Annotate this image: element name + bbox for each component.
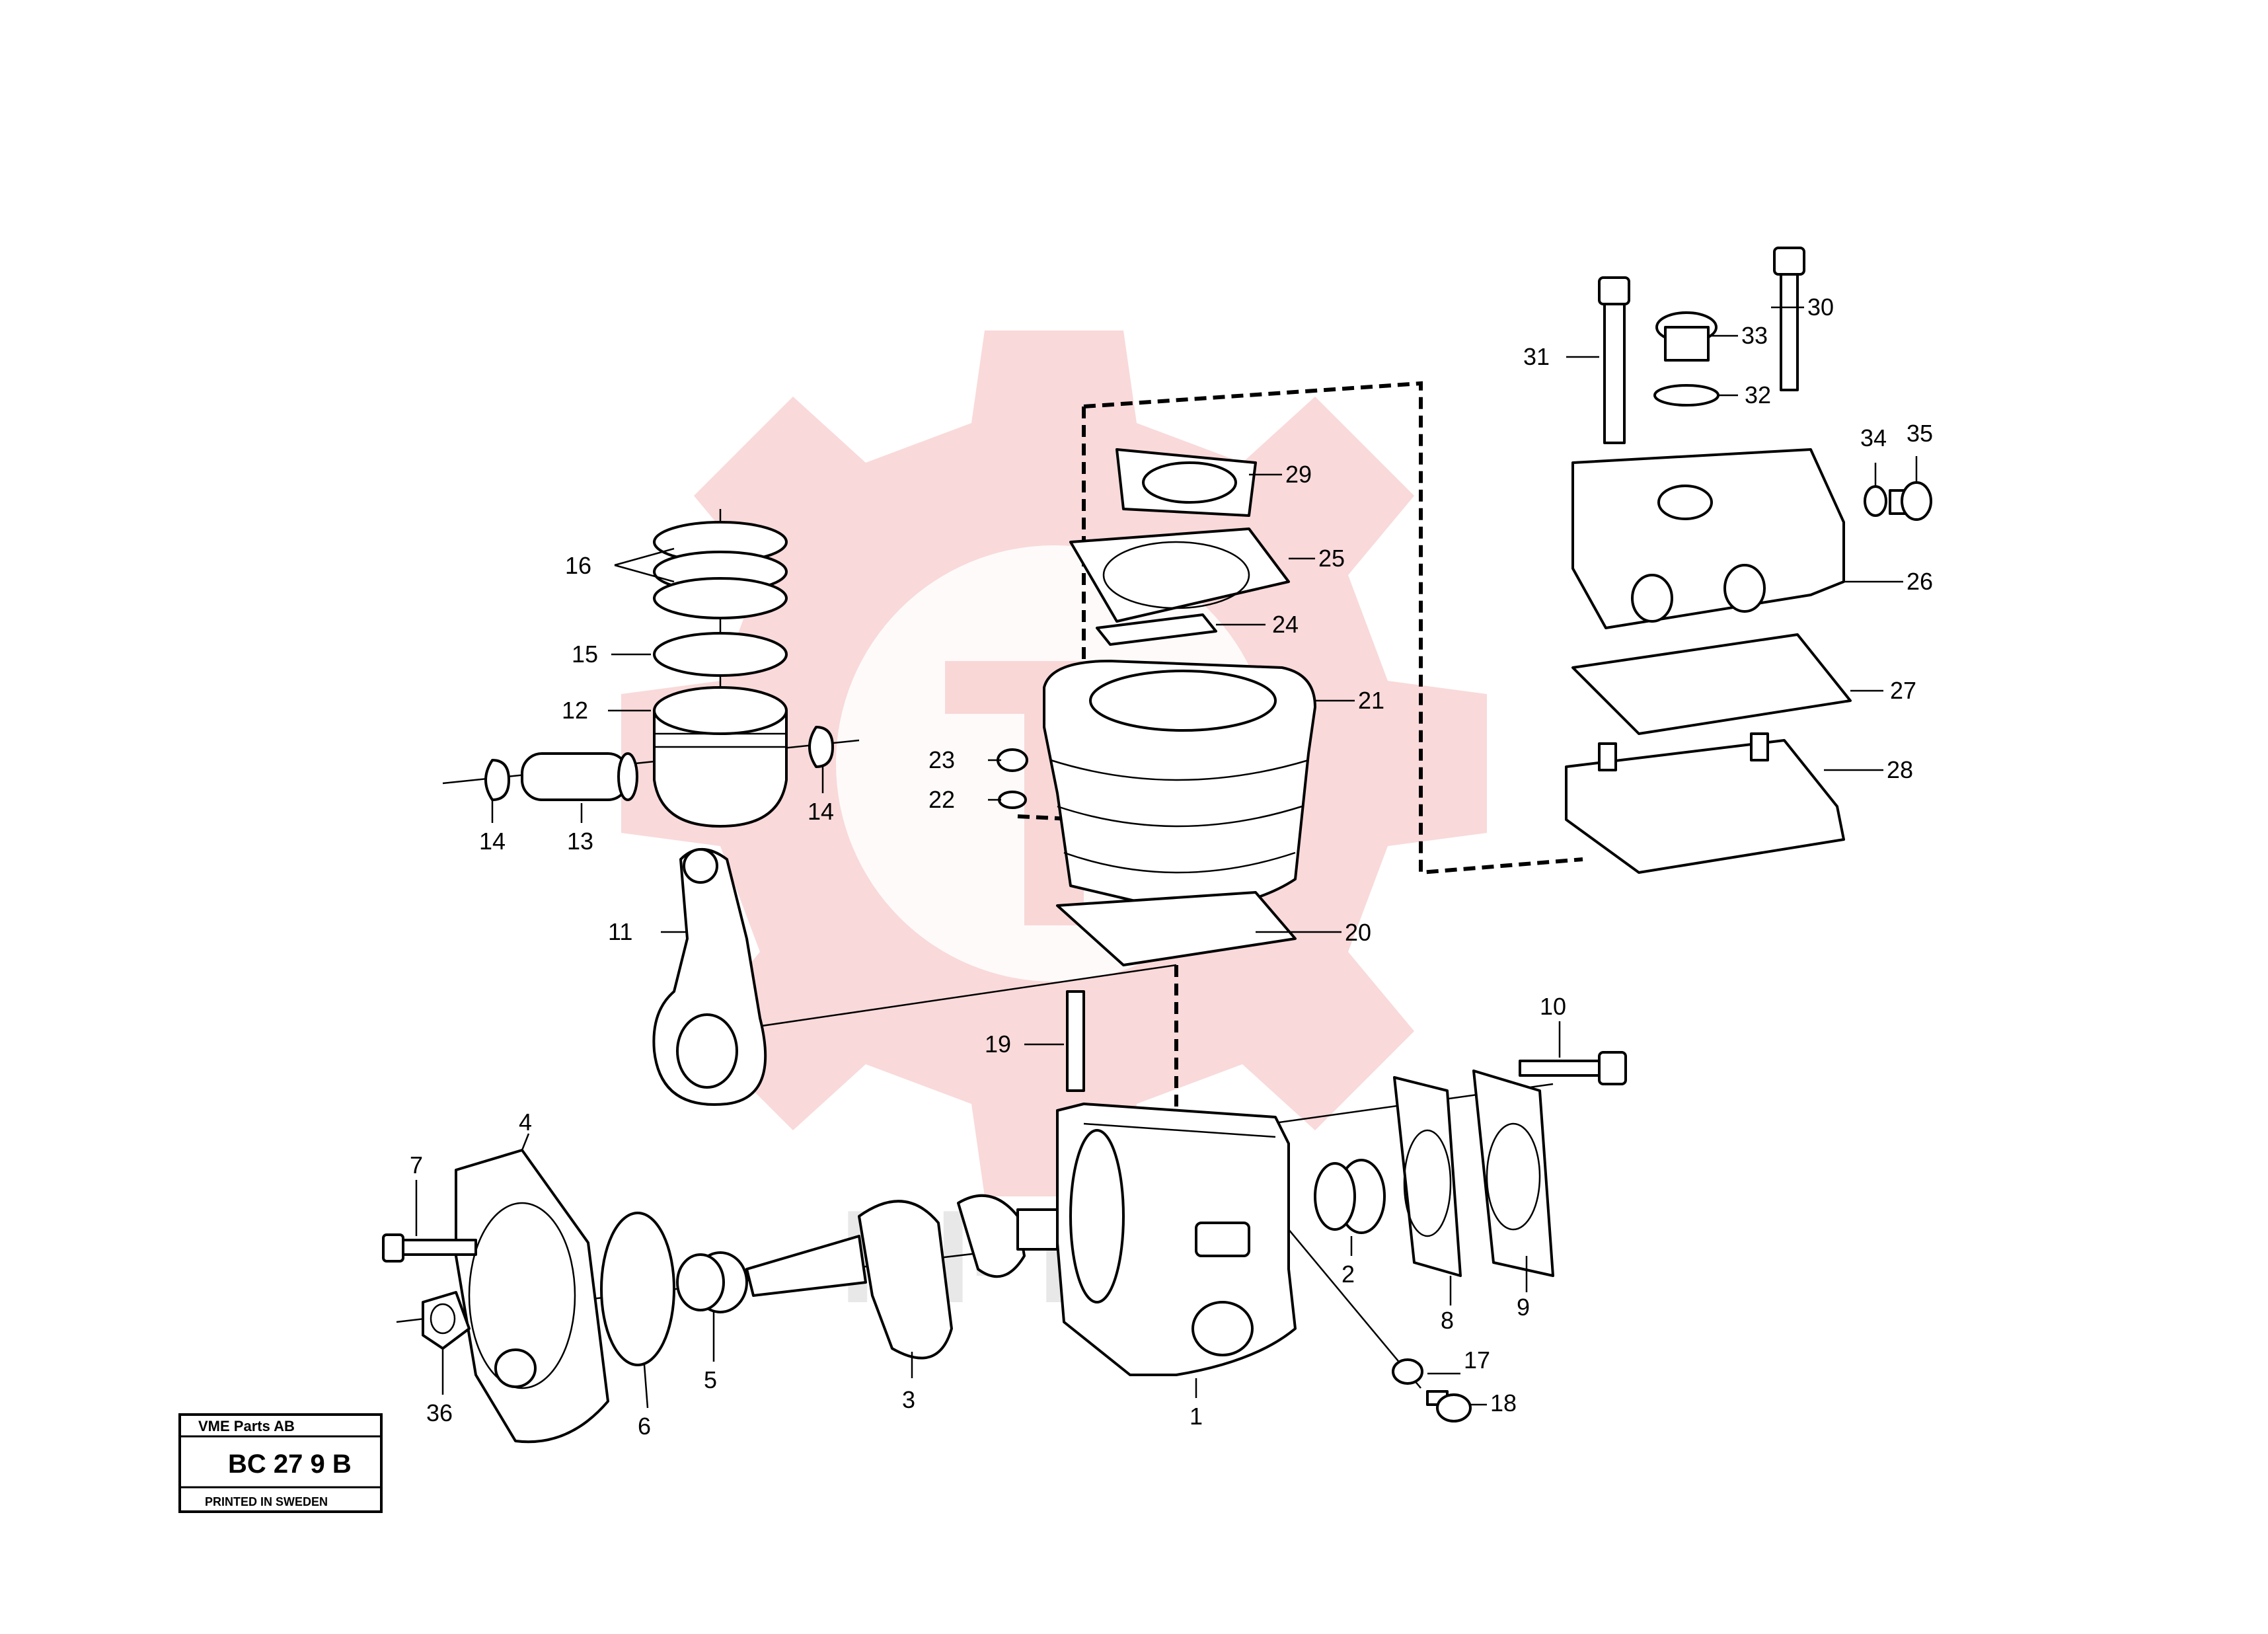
piston-rings	[653, 521, 788, 677]
piston-pin	[521, 752, 638, 801]
callout-labels: 1 2 3 4 5 6 7 8 9 10 11 12 13 14 14 15 1…	[410, 293, 1933, 1440]
connecting-rod	[652, 848, 767, 1106]
callout-14b: 14	[808, 798, 834, 825]
callout-10: 10	[1540, 993, 1566, 1020]
callout-13: 13	[567, 828, 593, 855]
nut-36	[422, 1291, 471, 1350]
o-ring-6	[600, 1212, 675, 1366]
bolt-31	[1598, 276, 1630, 444]
callout-2: 2	[1342, 1261, 1355, 1288]
callout-34: 34	[1860, 424, 1887, 451]
callout-28: 28	[1887, 756, 1913, 783]
plug-35	[1889, 481, 1932, 521]
washer-34	[1864, 485, 1887, 517]
callout-14: 14	[479, 828, 506, 855]
bolt-10	[1519, 1051, 1627, 1085]
callout-1: 1	[1190, 1403, 1203, 1430]
washer-22	[998, 791, 1027, 809]
title-block-code: BC 27 9 B	[228, 1450, 352, 1479]
callout-7: 7	[410, 1151, 423, 1179]
gasket-29	[1115, 448, 1257, 517]
plug-18	[1426, 1390, 1472, 1422]
title-block: VME Parts AB BC 27 9 B PRINTED IN SWEDEN	[178, 1413, 383, 1513]
gasket-27	[1571, 633, 1852, 735]
valve-plate-28	[1565, 732, 1845, 874]
callout-11: 11	[608, 918, 632, 945]
callout-17: 17	[1464, 1346, 1490, 1374]
plug-33	[1655, 311, 1718, 362]
callout-33: 33	[1741, 322, 1768, 349]
crankcase	[1056, 1103, 1297, 1376]
callout-16: 16	[565, 552, 591, 579]
callout-3: 3	[902, 1386, 915, 1413]
gasket-8	[1393, 1076, 1462, 1277]
callout-20: 20	[1345, 919, 1371, 946]
callout-15: 15	[572, 641, 598, 668]
callout-29: 29	[1285, 461, 1312, 488]
gasket-25	[1069, 527, 1290, 623]
callout-26: 26	[1907, 568, 1933, 595]
callout-4: 4	[519, 1109, 532, 1136]
callout-6: 6	[638, 1413, 651, 1440]
title-block-company: VME Parts AB	[198, 1418, 295, 1434]
callout-12: 12	[562, 697, 588, 724]
bushing-2	[1314, 1159, 1386, 1234]
callout-21: 21	[1358, 687, 1384, 714]
callout-35: 35	[1907, 420, 1933, 447]
bearing-5	[676, 1251, 748, 1313]
circlip-right	[808, 726, 834, 768]
bolt-30	[1773, 247, 1805, 391]
callout-9: 9	[1517, 1294, 1530, 1321]
callout-32: 32	[1745, 381, 1771, 408]
callout-5: 5	[704, 1366, 717, 1393]
circlip-left	[484, 759, 510, 801]
gasket-9	[1472, 1070, 1554, 1277]
callout-30: 30	[1807, 293, 1834, 321]
reed-valve-24	[1096, 613, 1217, 646]
callout-36: 36	[426, 1399, 453, 1426]
title-block-footer: PRINTED IN SWEDEN	[205, 1495, 328, 1508]
end-cover-4	[455, 1149, 609, 1444]
gasket-20	[1056, 891, 1297, 966]
crankshaft	[745, 1194, 1059, 1360]
washer-17	[1392, 1358, 1423, 1385]
cylinder	[1043, 660, 1316, 914]
bolt-7	[382, 1233, 477, 1263]
callout-19: 19	[985, 1031, 1011, 1058]
washer-32	[1653, 384, 1720, 407]
callout-31: 31	[1523, 343, 1550, 370]
callout-8: 8	[1441, 1307, 1454, 1334]
piston	[653, 686, 788, 828]
callout-24: 24	[1272, 611, 1299, 638]
leader-lines	[415, 306, 1918, 1409]
callout-27: 27	[1890, 677, 1916, 704]
callout-22: 22	[928, 786, 955, 813]
stud-19	[1066, 990, 1085, 1092]
nut-23	[997, 748, 1028, 772]
callout-25: 25	[1318, 545, 1345, 572]
callout-18: 18	[1490, 1389, 1517, 1417]
cylinder-head-26	[1571, 448, 1845, 629]
callout-23: 23	[928, 746, 955, 773]
